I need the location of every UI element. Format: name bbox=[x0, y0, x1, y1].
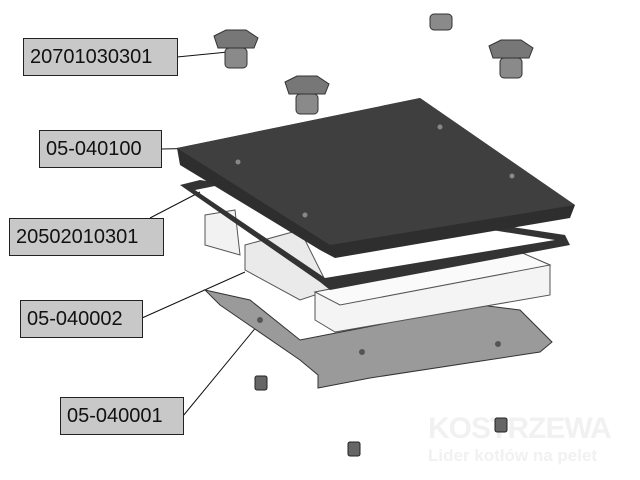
base-plate-part bbox=[203, 289, 553, 389]
part-label-knob: 20701030301 bbox=[23, 38, 178, 76]
watermark-brand: KOSTRZEWA bbox=[428, 412, 612, 445]
watermark-tagline: Lider kotłów na pelet bbox=[428, 446, 598, 465]
part-label-insulation: 05-040002 bbox=[20, 300, 143, 338]
part-label-gasket: 20502010301 bbox=[9, 218, 164, 256]
part-label-cover-plate: 05-040100 bbox=[39, 130, 162, 168]
knob-part bbox=[213, 13, 534, 115]
cover-plate-part bbox=[177, 98, 575, 258]
nut-part bbox=[254, 375, 508, 457]
gasket-part bbox=[180, 180, 570, 290]
part-label-base-plate: 05-040001 bbox=[60, 397, 184, 435]
